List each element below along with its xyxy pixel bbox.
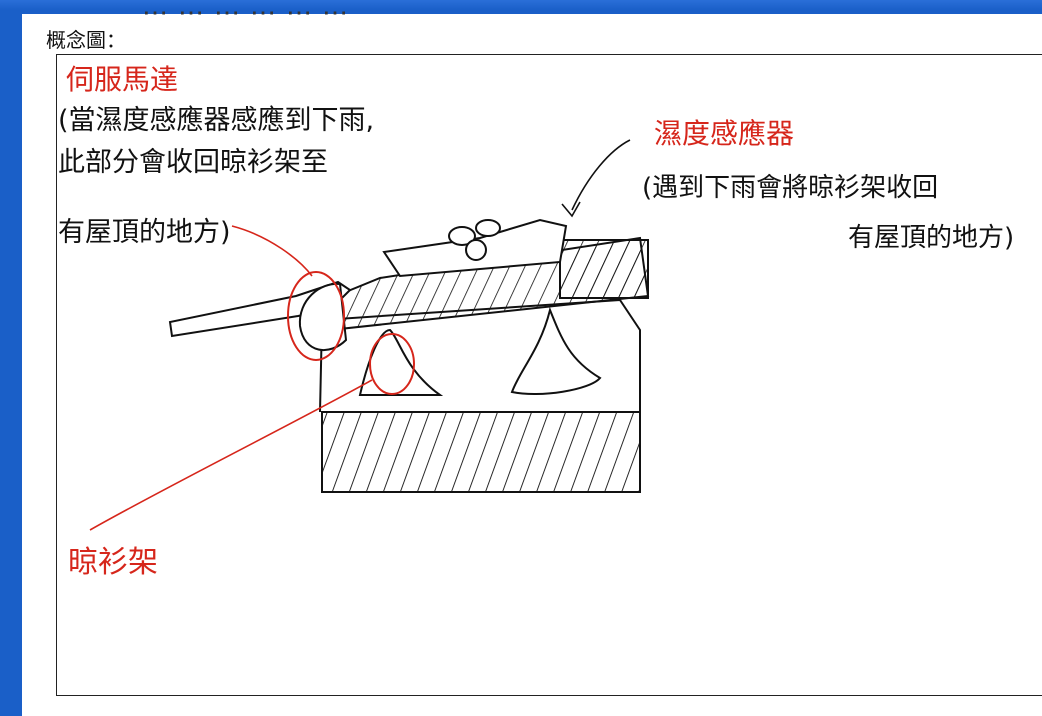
servo-desc-line-1: (當濕度感應器感應到下雨, — [58, 105, 375, 136]
rack-cone-left — [358, 328, 444, 396]
drying-rack-title: 晾衫架 — [68, 545, 158, 580]
servo-desc-line-3: 有屋頂的地方) — [58, 217, 231, 248]
rack-leader-line — [89, 379, 373, 531]
servo-desc-line-2: 此部分會收回晾衫架至 — [58, 147, 328, 178]
servo-motor-title: 伺服馬達 — [66, 63, 179, 96]
base-block — [321, 411, 641, 493]
sensor-desc-line-2: 有屋頂的地方) — [848, 223, 1015, 253]
cropped-top-text: ⋯⋯⋯⋯⋯⋯ — [142, 0, 358, 28]
concept-map-heading: 概念圖： — [46, 28, 126, 52]
servo-leader-line — [231, 225, 313, 277]
humidity-sensor-title: 濕度感應器 — [654, 117, 795, 150]
slide-top-band — [0, 0, 1042, 10]
sensor-leader-line — [571, 139, 631, 211]
rack-cone-right — [510, 306, 602, 395]
sensor-arrowhead — [561, 201, 581, 218]
sensor-desc-line-1: (遇到下雨會將晾衫架收回 — [642, 173, 939, 203]
sensor-housing — [382, 218, 568, 278]
rack-highlight-circle — [369, 333, 415, 395]
roof-band — [324, 236, 650, 332]
paper-sheet: ⋯⋯⋯⋯⋯⋯ 概念圖： — [22, 0, 1042, 716]
servo-highlight-circle — [287, 271, 345, 361]
diagram-frame — [56, 54, 1042, 696]
